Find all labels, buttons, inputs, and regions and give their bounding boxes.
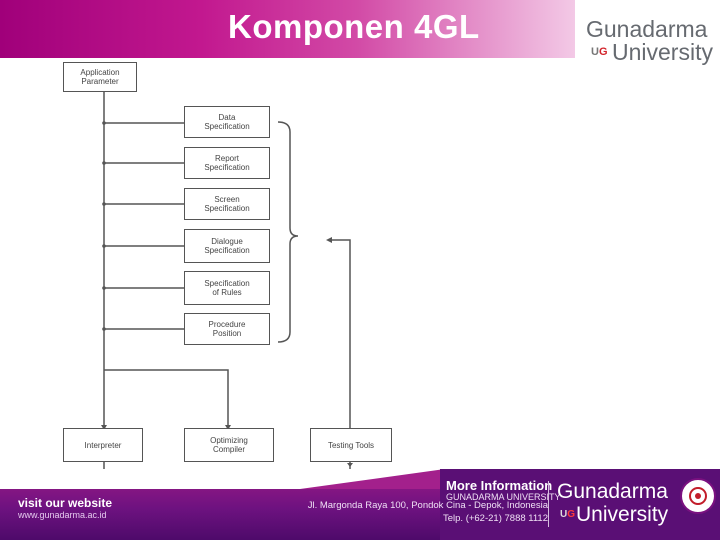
interpreter-box: Interpreter (63, 428, 143, 462)
spec-label-screen: Screen Specification (204, 195, 250, 213)
spec-label-report: Report Specification (204, 154, 250, 172)
logo-ug-u: U (591, 46, 599, 58)
footer-logo-ug-u: U (560, 509, 568, 520)
application-parameter-label: Application Parameter (80, 68, 120, 86)
spec-box-report: Report Specification (184, 147, 270, 179)
visit-website-label: visit our website (18, 496, 113, 510)
spec-label-rules: Specification of Rules (204, 279, 250, 297)
spec-box-data: Data Specification (184, 106, 270, 138)
more-information-heading: More Information (446, 478, 553, 493)
optimizing-compiler-box: Optimizing Compiler (184, 428, 274, 462)
spec-box-dialogue: Dialogue Specification (184, 229, 270, 263)
spec-box-procedure: Procedure Position (184, 313, 270, 345)
website-link[interactable]: www.gunadarma.ac.id (18, 510, 107, 520)
testing-arrowhead (347, 463, 353, 467)
application-parameter-box: Application Parameter (63, 62, 137, 92)
testing-tools-box: Testing Tools (310, 428, 392, 462)
spec-label-procedure: Procedure Position (208, 320, 246, 338)
spec-brace (277, 121, 299, 343)
feedback-arrowhead (326, 237, 332, 243)
logo-text-gunadarma: Gunadarma (586, 16, 708, 42)
footer-divider (548, 481, 549, 527)
footer-slant (300, 469, 445, 489)
footer-right-band (440, 469, 720, 540)
university-logo: Gunadarma UG University (583, 16, 715, 70)
footer-logo-gunadarma: Gunadarma (557, 480, 668, 503)
spec-box-screen: Screen Specification (184, 188, 270, 220)
line-to-compiler (104, 369, 229, 428)
interpreter-arrowhead (101, 425, 107, 430)
optimizing-compiler-label: Optimizing Compiler (210, 436, 248, 454)
testing-tools-label: Testing Tools (327, 440, 375, 450)
phone-line: Telp. (+62-21) 7888 1112 (442, 512, 548, 524)
footer-logo-ug-g: G (567, 509, 576, 520)
slide-title: Komponen 4GL (228, 8, 480, 45)
footer-logo-ug: UG (560, 509, 575, 520)
feedback-line (330, 239, 351, 428)
header: Komponen 4GL Gunadarma UG University (0, 0, 720, 65)
spec-label-dialogue: Dialogue Specification (204, 237, 250, 255)
logo-ug-mark: UG (591, 46, 608, 58)
spec-box-rules: Specification of Rules (184, 271, 270, 305)
spec-label-data: Data Specification (204, 113, 250, 131)
logo-ug-g: G (598, 46, 608, 58)
address-line: Jl. Margonda Raya 100, Pondok Cina - Dep… (307, 500, 548, 511)
address-block: Jl. Margonda Raya 100, Pondok Cina - Dep… (258, 500, 548, 525)
university-name: GUNADARMA UNIVERSITY (446, 492, 561, 502)
header-banner (0, 0, 575, 58)
university-seal-icon (680, 478, 716, 514)
interpreter-label: Interpreter (84, 440, 122, 450)
logo-text-university: University (612, 39, 713, 65)
compiler-arrowhead (225, 425, 231, 430)
footer-logo-university: University (576, 503, 669, 526)
